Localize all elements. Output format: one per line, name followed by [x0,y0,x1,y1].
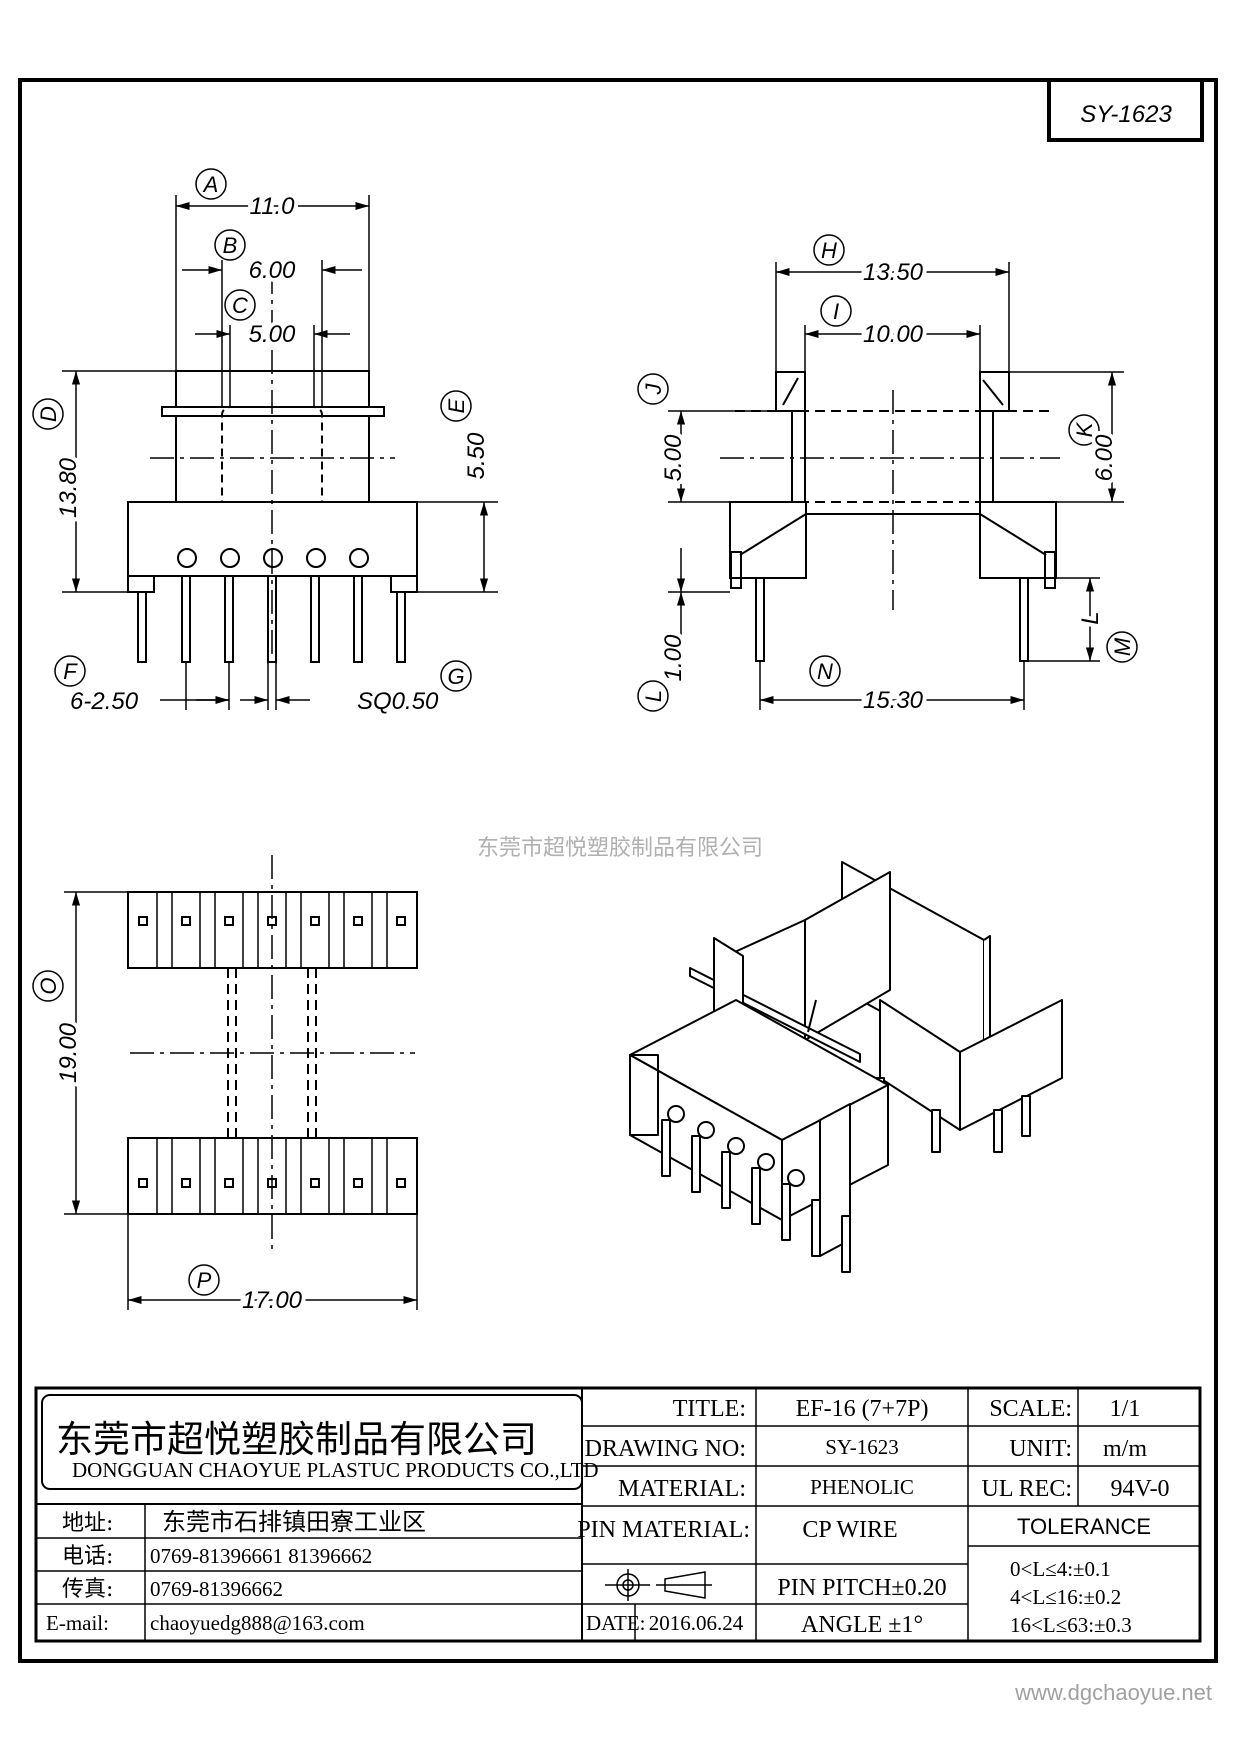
dim-n: 15.30 [863,687,924,714]
unit-value: m/m [1103,1436,1147,1462]
angle-value: ANGLE ±1° [801,1612,923,1638]
pin-material-value: CP WIRE [802,1517,897,1543]
dim-b: 6.00 [249,257,296,284]
unit-label: UNIT: [1009,1436,1072,1462]
drawing-no-label: DRAWING NO: [585,1436,746,1462]
tolerance-2: 4<L≤16:±0.2 [1010,1585,1121,1609]
ul-label: UL REC: [982,1476,1072,1502]
dim-c: 5.00 [249,321,296,348]
callout-m: M [1110,637,1135,656]
date-label: DATE: [586,1611,646,1635]
phone-label: 电话: [62,1544,113,1569]
part-number: SY-1623 [1080,101,1172,128]
callout-o: O [36,977,61,994]
callout-d: D [36,406,61,422]
company-name-en: DONGGUAN CHAOYUE PLASTUC PRODUCTS CO.,LT… [72,1458,599,1482]
callout-c: C [232,293,248,318]
part-number-box: SY-1623 [1047,78,1204,142]
callout-b: B [223,233,238,258]
dim-a: 11.0 [250,193,296,220]
dim-o: 19.00 [55,1022,82,1083]
front-view [127,270,418,663]
front-pin-circles [177,548,369,568]
front-dimensions [62,195,498,710]
dim-g: SQ0.50 [357,688,439,715]
side-dimension-text: H 13.50 I 10.00 J 5.00 K 6.00 L 1.00 L M… [637,234,1138,718]
dim-k: 6.00 [1091,434,1118,481]
dim-l: 1.00 [660,634,687,681]
callout-a: A [202,172,219,197]
scale-label: SCALE: [989,1396,1072,1422]
iso-pins [661,1119,851,1273]
callout-p: P [197,1268,212,1293]
address-label: 地址: [62,1511,113,1536]
bottom-slots [156,892,388,1214]
dim-i: 10.00 [863,321,924,348]
ul-value: 94V-0 [1110,1476,1169,1502]
callout-f: F [63,659,78,684]
tolerance-3: 16<L≤63:±0.3 [1010,1613,1132,1637]
side-dimensions [668,262,1124,710]
fax-label: 传真: [62,1577,113,1602]
title-label: TITLE: [673,1396,746,1422]
pin-material-label: PIN MATERIAL: [577,1517,750,1543]
bottom-dimensions [64,891,418,1310]
callout-e: E [444,398,469,413]
sheet-border [18,78,1218,1663]
tolerance-label: TOLERANCE [1017,1514,1151,1539]
dim-j: 5.00 [660,434,687,481]
bottom-pin-squares-top [138,916,406,926]
callout-l: L [641,690,666,702]
email-label: E-mail: [46,1611,109,1635]
isometric-view [629,861,1063,1273]
tolerance-1: 0<L≤4:±0.1 [1010,1557,1111,1581]
bottom-view [127,855,418,1250]
projection-symbol [605,1569,712,1601]
callout-j: J [641,383,666,396]
dim-m-letter: L [1077,611,1104,624]
callout-n: N [817,659,833,684]
phone-value: 0769-81396661 81396662 [150,1544,372,1568]
callout-g: G [447,664,464,689]
material-value: PHENOLIC [810,1475,914,1499]
bottom-pin-squares-bottom [138,1178,406,1188]
date-value: 2016.06.24 [649,1611,744,1635]
side-view [720,371,1060,662]
front-dimension-text: A 11.0 B 6.00 C 5.00 D 13.80 E 5.50 F 6-… [32,168,494,715]
email-value: chaoyuedg888@163.com [150,1611,365,1635]
address-value: 东莞市石排镇田寮工业区 [162,1508,426,1536]
iso-pin-circles [667,1105,805,1187]
dim-p: 17.00 [242,1287,303,1314]
fax-value: 0769-81396662 [150,1577,283,1601]
dim-e: 5.50 [463,432,490,479]
bottom-dimension-text: O 19.00 P 17.00 [32,970,307,1318]
dim-f: 6-2.50 [70,688,139,715]
title-value: EF-16 (7+7P) [796,1396,929,1422]
title-block [34,1386,1202,1643]
callout-h: H [821,238,837,263]
watermark: 东莞市超悦塑胶制品有限公司 [477,836,763,861]
title-block-text: 东莞市超悦塑胶制品有限公司 DONGGUAN CHAOYUE PLASTUC P… [46,1396,1170,1638]
material-label: MATERIAL: [618,1476,746,1502]
pin-pitch: PIN PITCH±0.20 [777,1575,946,1601]
dim-h: 13.50 [863,259,924,286]
callout-k: K [1072,421,1097,437]
company-name-cn: 东莞市超悦塑胶制品有限公司 [56,1418,537,1461]
callout-i: I [833,299,839,324]
dim-d: 13.80 [55,457,82,518]
drawing-no-value: SY-1623 [825,1435,899,1459]
website: www.dgchaoyue.net [1014,1680,1212,1705]
scale-value: 1/1 [1110,1396,1141,1422]
